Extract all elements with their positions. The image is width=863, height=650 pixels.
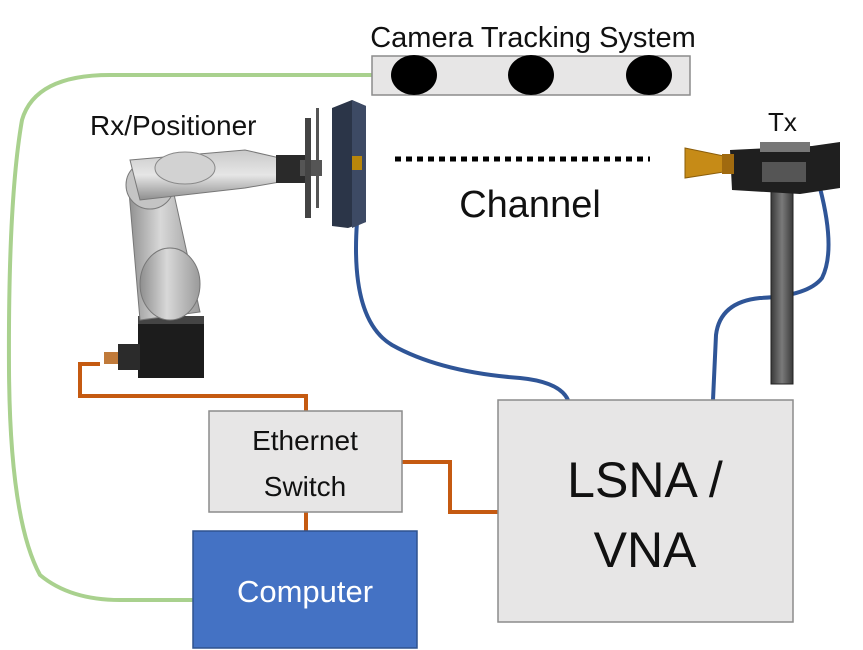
ethernet-cable-analyzer: [402, 460, 498, 514]
rx-positioner-label: Rx/Positioner: [90, 110, 257, 141]
horn-antenna-icon: [684, 142, 840, 385]
ethernet-switch: Ethernet Switch: [208, 410, 403, 513]
camera-lens-1: [391, 55, 437, 95]
camera-tracking-system: Camera Tracking System: [370, 22, 696, 96]
rf-cable-tx: [711, 187, 831, 401]
camera-system-label: Camera Tracking System: [370, 22, 696, 54]
camera-cable: [6, 73, 372, 602]
computer-label: Computer: [237, 574, 373, 609]
rf-cable-rx: [354, 221, 570, 401]
analyzer-line2: VNA: [594, 522, 697, 578]
lsna-vna-analyzer: LSNA / VNA: [497, 399, 794, 623]
analyzer-line1: LSNA /: [567, 452, 723, 508]
tx-label: Tx: [768, 107, 797, 137]
robot-arm-icon: [104, 100, 366, 378]
channel-label: Channel: [459, 184, 601, 226]
computer: Computer: [192, 530, 418, 649]
ethernet-switch-line2: Switch: [264, 471, 346, 502]
camera-lens-2: [508, 55, 554, 95]
ethernet-switch-line1: Ethernet: [252, 425, 358, 456]
ethernet-cable-robot: [78, 362, 308, 412]
camera-lens-3: [626, 55, 672, 95]
